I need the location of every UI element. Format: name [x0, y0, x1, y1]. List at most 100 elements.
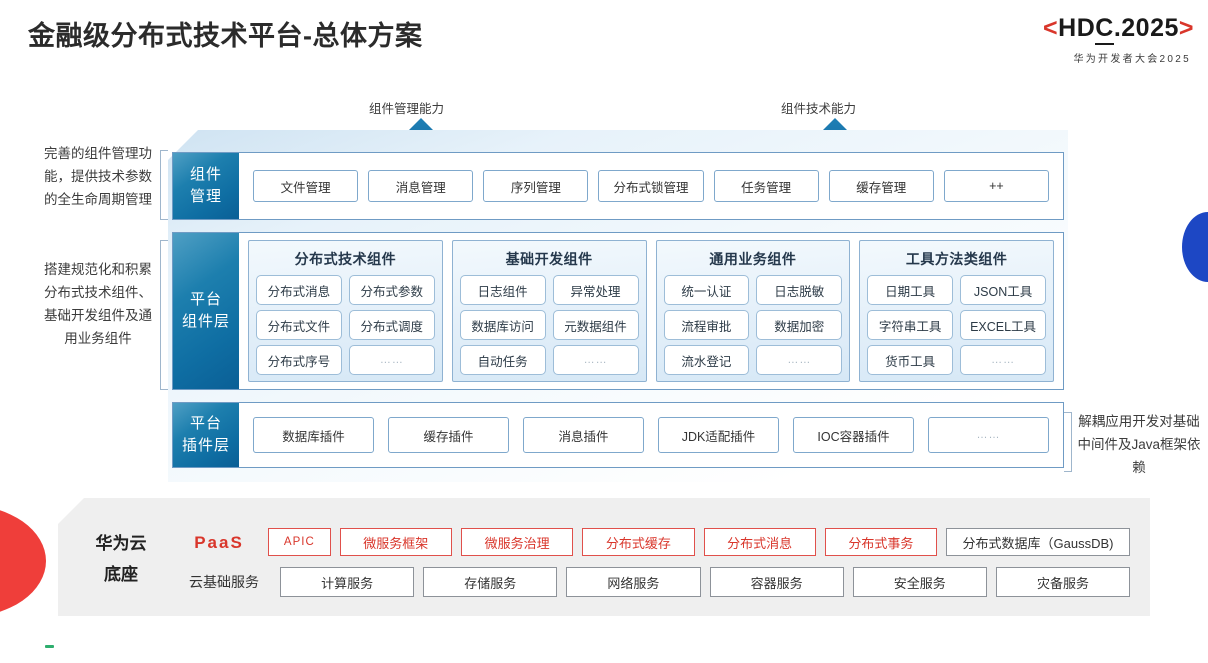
cloud-service-row: 计算服务存储服务网络服务容器服务安全服务灾备服务: [280, 567, 1131, 597]
component-group-title: 工具方法类组件: [905, 251, 1008, 267]
platform-plugin-chip[interactable]: 数据库插件: [253, 417, 374, 453]
component-chip[interactable]: ……: [756, 345, 843, 375]
huawei-cloud-base-panel: [58, 498, 1150, 616]
platform-plugin-chip[interactable]: ……: [928, 417, 1049, 453]
paas-service-chip[interactable]: 分布式事务: [824, 528, 938, 556]
arrow-label-component-technology: 组件技术能力: [781, 102, 857, 116]
layer-platform-plugin: 平台 插件层 数据库插件缓存插件消息插件 JDK适配插件 IOC容器插件 ……: [172, 402, 1064, 468]
cloud-service-chip[interactable]: 计算服务: [280, 567, 415, 597]
paas-service-chip[interactable]: 分布式消息: [703, 528, 816, 556]
logo-text-hd: HD: [1058, 14, 1096, 42]
paas-service-chip[interactable]: 微服务治理: [460, 528, 574, 556]
paas-service-row: APIC 微服务框架微服务治理分布式缓存分布式消息分布式事务分布式数据库（Gaus…: [268, 528, 1131, 556]
layer-body-component-management: 文件管理消息管理序列管理分布式锁管理任务管理缓存管理 ++: [239, 153, 1063, 219]
component-management-chip[interactable]: ++: [943, 170, 1049, 202]
layer-component-management: 组件 管理 文件管理消息管理序列管理分布式锁管理任务管理缓存管理 ++: [172, 152, 1064, 220]
cloud-service-chip[interactable]: 存储服务: [423, 567, 558, 597]
component-group: 基础开发组件日志组件异常处理数据库访问元数据组件自动任务……: [451, 240, 647, 382]
logo-text-c: C: [1095, 14, 1114, 45]
component-group-grid: 分布式消息分布式参数分布式文件分布式调度分布式序号……: [256, 275, 435, 375]
component-chip[interactable]: 数据加密: [756, 310, 843, 340]
paas-service-chip[interactable]: 微服务框架: [339, 528, 452, 556]
component-chip[interactable]: 数据库访问: [459, 310, 546, 340]
layer-body-platform-component: 分布式技术组件分布式消息分布式参数分布式文件分布式调度分布式序号……基础开发组件…: [239, 233, 1063, 389]
component-management-chip[interactable]: 消息管理: [368, 170, 474, 202]
component-management-chip[interactable]: 序列管理: [483, 170, 589, 202]
logo-text-year: .2025: [1113, 14, 1179, 42]
cloud-service-chip[interactable]: 容器服务: [709, 567, 844, 597]
component-chip[interactable]: 元数据组件: [552, 310, 639, 340]
component-group: 通用业务组件统一认证日志脱敏流程审批数据加密流水登记……: [655, 240, 851, 382]
component-management-chip[interactable]: 任务管理: [713, 170, 819, 202]
cloud-service-chip[interactable]: 安全服务: [852, 567, 987, 597]
component-chip[interactable]: 流水登记: [663, 345, 750, 375]
platform-plugin-chip[interactable]: 缓存插件: [388, 417, 509, 453]
brace-right: [1064, 412, 1072, 472]
green-marker-icon: [45, 645, 54, 648]
component-chip[interactable]: 分布式调度: [348, 310, 435, 340]
component-group-title: 基础开发组件: [505, 251, 593, 267]
component-group-title: 分布式技术组件: [294, 251, 397, 267]
layer-label-line1: 平台: [189, 415, 222, 432]
component-chip[interactable]: 自动任务: [459, 345, 546, 375]
platform-plugin-chip[interactable]: 消息插件: [523, 417, 644, 453]
cloud-service-chip[interactable]: 网络服务: [566, 567, 701, 597]
component-chip[interactable]: 日志脱敏: [756, 275, 843, 305]
layer-label-line1: 平台: [189, 291, 222, 308]
component-chip[interactable]: JSON工具: [960, 275, 1046, 305]
component-chip[interactable]: 分布式参数: [348, 275, 435, 305]
layer-body-platform-plugin: 数据库插件缓存插件消息插件 JDK适配插件 IOC容器插件 ……: [239, 403, 1063, 467]
component-chip[interactable]: 日期工具: [867, 275, 954, 305]
logo-bracket-left: <: [1043, 14, 1059, 42]
component-chip[interactable]: 流程审批: [663, 310, 750, 340]
layer-label-platform-plugin: 平台 插件层: [173, 403, 239, 467]
base-title: 华为云 底座: [78, 528, 164, 590]
component-group-grid: 日志组件异常处理数据库访问元数据组件自动任务……: [459, 275, 639, 375]
component-chip[interactable]: EXCEL工具: [960, 310, 1046, 340]
hdc-logo: <HDC.2025> 华为开发者大会2025: [1043, 14, 1194, 65]
brace-left-bottom: [160, 240, 168, 390]
component-chip[interactable]: ……: [960, 345, 1046, 375]
component-group-title: 通用业务组件: [709, 251, 797, 267]
component-management-chip[interactable]: 文件管理: [253, 170, 359, 202]
red-pointer-shape: [0, 505, 46, 617]
layer-label-line2: 组件层: [181, 313, 230, 330]
logo-bracket-right: >: [1178, 14, 1194, 42]
component-chip[interactable]: 货币工具: [867, 345, 954, 375]
component-chip[interactable]: 分布式消息: [256, 275, 342, 305]
layer-label-line1: 组件: [189, 166, 222, 183]
platform-plugin-chip[interactable]: IOC容器插件: [793, 417, 914, 453]
component-chip[interactable]: ……: [348, 345, 435, 375]
layer-label-line2: 管理: [189, 188, 222, 205]
brace-left-top: [160, 150, 168, 220]
paas-service-chip[interactable]: 分布式数据库（GaussDB): [946, 528, 1131, 556]
hdc-logo-subtitle: 华为开发者大会2025: [1073, 54, 1191, 65]
paas-row-label: PaaS: [194, 533, 244, 552]
layer-label-platform-component: 平台 组件层: [173, 233, 239, 389]
component-chip[interactable]: 异常处理: [552, 275, 639, 305]
platform-plugin-chip[interactable]: JDK适配插件: [658, 417, 779, 453]
component-chip[interactable]: 字符串工具: [867, 310, 954, 340]
annotation-left-top: 完善的组件管理功能，提供技术参数的全生命周期管理: [44, 146, 152, 207]
component-chip[interactable]: 日志组件: [459, 275, 546, 305]
arrow-label-component-management: 组件管理能力: [369, 102, 445, 116]
component-chip[interactable]: 统一认证: [663, 275, 750, 305]
component-chip[interactable]: 分布式文件: [256, 310, 342, 340]
hdc-logo-main: <HDC.2025>: [1043, 14, 1194, 45]
paas-service-chip[interactable]: 分布式缓存: [582, 528, 695, 556]
blue-lens-shape: [1182, 212, 1208, 282]
cloud-service-chip[interactable]: 灾备服务: [995, 567, 1131, 597]
component-group: 分布式技术组件分布式消息分布式参数分布式文件分布式调度分布式序号……: [248, 240, 443, 382]
component-chip[interactable]: ……: [552, 345, 639, 375]
page-title: 金融级分布式技术平台-总体方案: [28, 21, 423, 51]
component-management-chip[interactable]: 缓存管理: [828, 170, 934, 202]
paas-service-chip[interactable]: APIC: [268, 528, 331, 556]
base-title-line2: 底座: [104, 565, 138, 584]
component-management-chip[interactable]: 分布式锁管理: [598, 170, 704, 202]
component-chip[interactable]: 分布式序号: [256, 345, 342, 375]
cloud-service-row-label: 云基础服务: [189, 574, 259, 590]
layer-label-line2: 插件层: [181, 437, 230, 454]
